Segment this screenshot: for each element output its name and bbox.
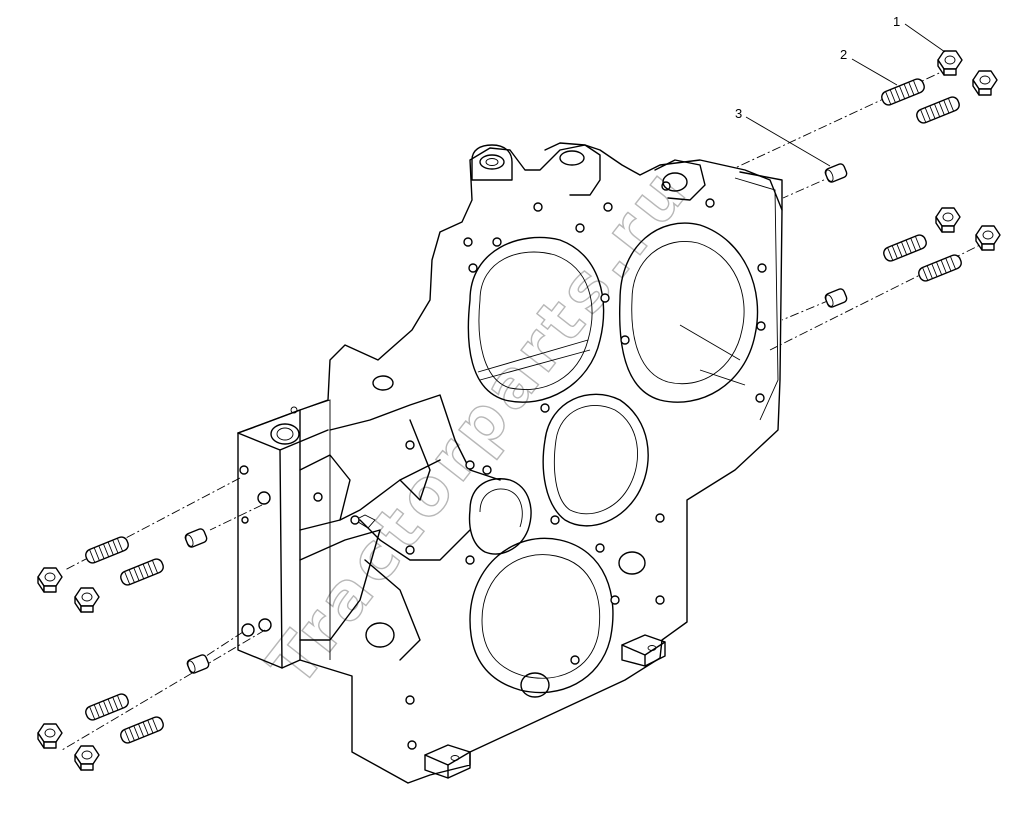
callout-3: 3 — [735, 106, 742, 121]
hex-nuts — [37, 50, 1001, 771]
dowel-pin-icon — [186, 654, 210, 674]
stud-icon — [881, 78, 925, 106]
hex-nut-icon — [74, 745, 100, 771]
stud-icon — [120, 558, 164, 586]
callout-2: 2 — [840, 47, 847, 62]
leader-line-2 — [851, 58, 898, 86]
dowel-pin-icon — [824, 163, 848, 183]
hex-nut-icon — [935, 207, 961, 233]
hex-nut-icon — [37, 567, 63, 593]
stud-icon — [916, 96, 960, 124]
stud-icon — [85, 693, 129, 721]
callout-1: 1 — [893, 14, 900, 29]
hex-nut-icon — [975, 225, 1001, 251]
stud-icon — [883, 234, 927, 262]
stud-icon — [120, 716, 164, 744]
dowel-pins — [184, 163, 848, 674]
hex-nut-icon — [74, 587, 100, 613]
hex-nut-icon — [972, 70, 998, 96]
dowel-pin-icon — [824, 288, 848, 308]
leader-line-3 — [745, 116, 831, 167]
stud-icon — [85, 536, 129, 564]
gear-housing — [237, 142, 783, 784]
studs — [85, 78, 962, 744]
hex-nut-icon — [37, 723, 63, 749]
stud-icon — [918, 254, 962, 282]
watermark: Tractorparts.ru — [254, 153, 704, 700]
dowel-pin-icon — [184, 528, 208, 548]
leader-line-1 — [904, 23, 946, 53]
callouts: 1 2 3 — [735, 14, 946, 167]
hex-nut-icon — [937, 50, 963, 76]
